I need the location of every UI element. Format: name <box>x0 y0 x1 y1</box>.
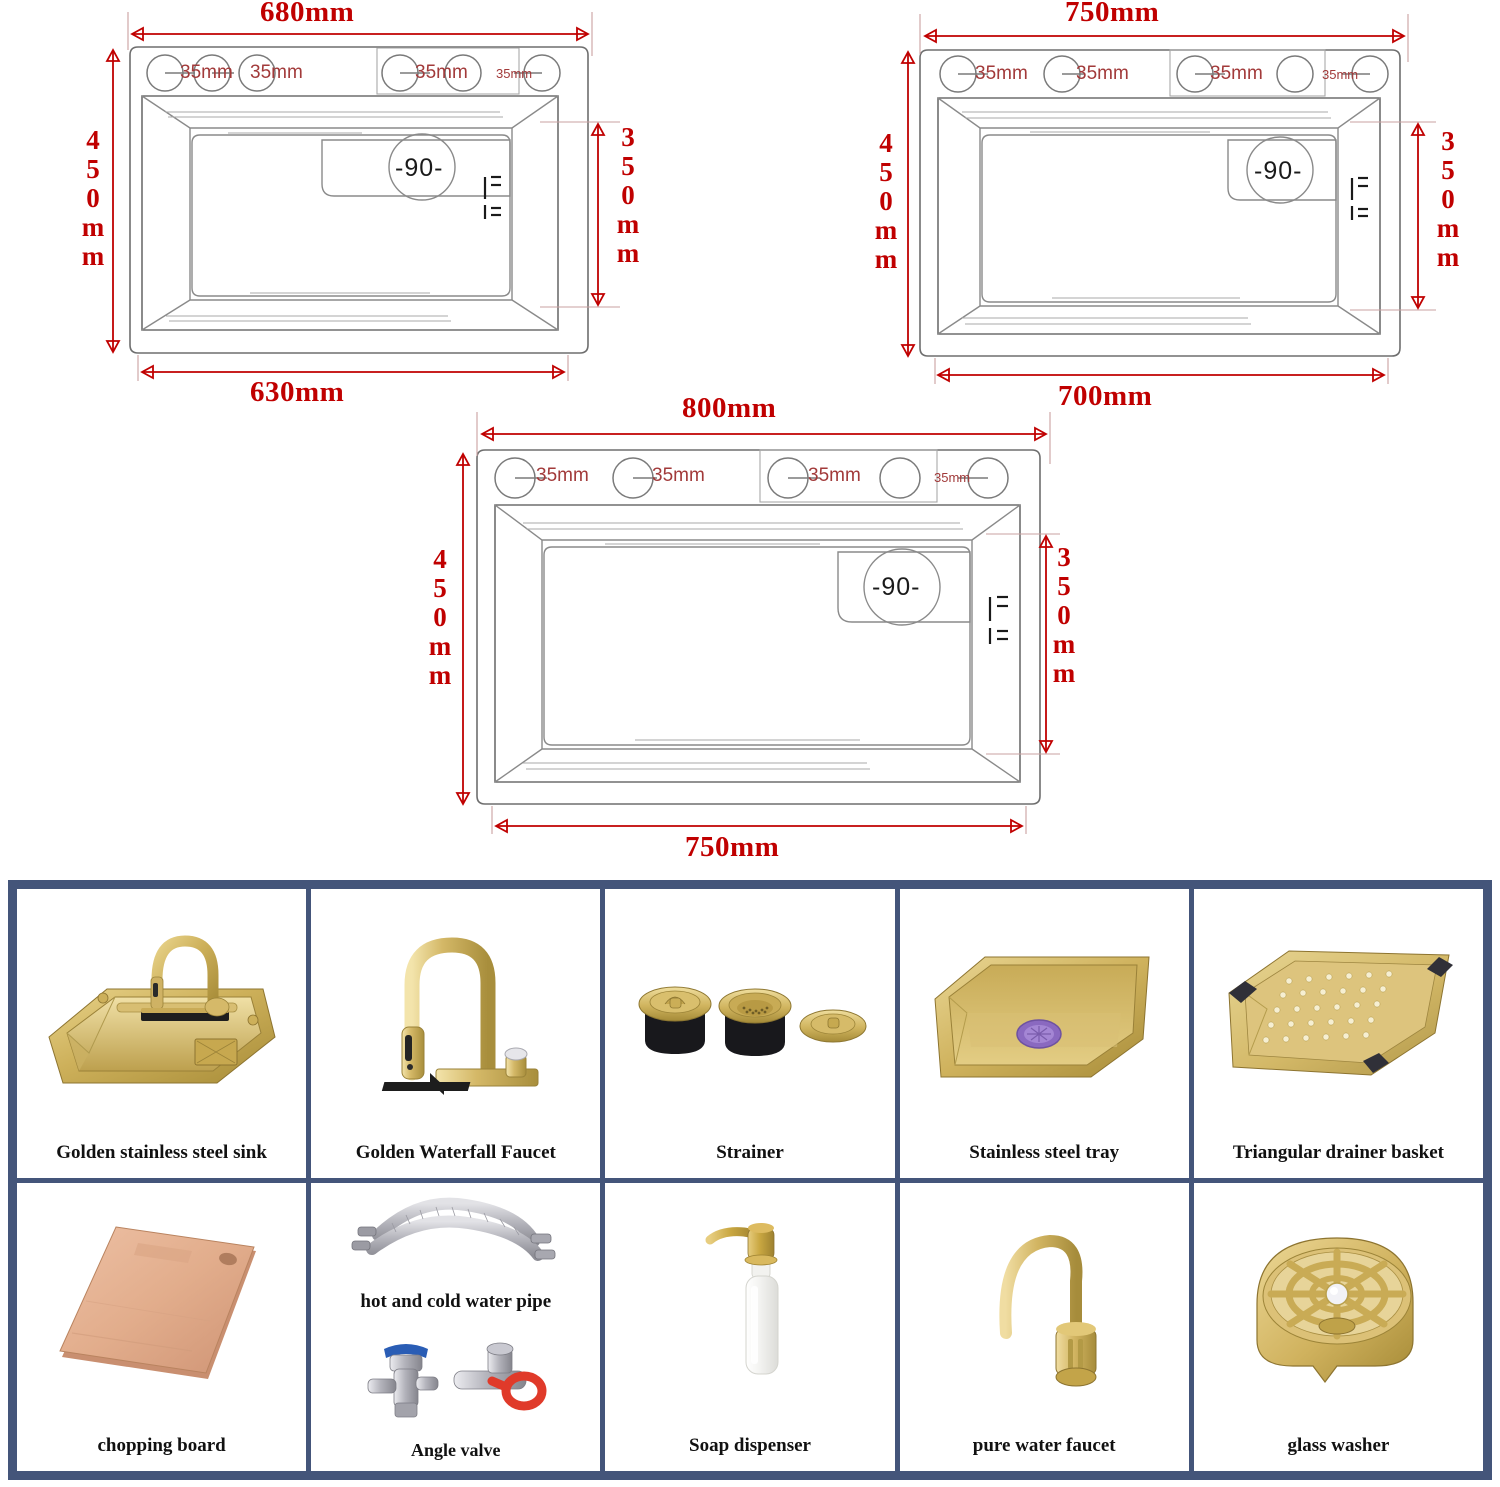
accessory-caption: Angle valve <box>411 1440 501 1461</box>
drain-size-label-750: -90- <box>1254 157 1303 185</box>
hole-label-4: 35mm <box>1322 67 1359 82</box>
accessory-cell-triangular-drainer-basket[interactable]: Triangular drainer basket <box>1193 889 1483 1178</box>
hole-label-1: 35mm <box>975 63 1028 84</box>
drain-size-label-800: -90- <box>872 573 921 601</box>
diagram-800-drawing <box>455 412 1060 834</box>
accessory-cell-golden-waterfall-faucet[interactable]: Golden Waterfall Faucet <box>311 889 601 1178</box>
accessory-cell-soap-dispenser[interactable]: Soap dispenser <box>605 1182 895 1471</box>
diagram-sink-750: 750mm 700mm 450mm 350mm 35mm 35mm 35mm 3… <box>871 0 1500 412</box>
dim-680-bottom: 630mm <box>250 376 345 408</box>
pure-water-faucet-icon <box>900 1183 1189 1436</box>
dim-800-left: 450mm <box>425 544 455 689</box>
sink-with-faucet-icon <box>17 889 306 1142</box>
accessory-caption: chopping board <box>97 1435 226 1457</box>
chopping-board-icon <box>17 1183 306 1436</box>
diagram-sink-800: 800mm 750mm 450mm 350mm 35mm 35mm 35mm 3… <box>425 392 1079 872</box>
diagram-680-drawing <box>105 12 620 381</box>
dim-750-bottom: 700mm <box>1058 380 1153 412</box>
drainer-basket-icon <box>1194 889 1483 1142</box>
hole-label-2: 35mm <box>1076 63 1129 84</box>
diagram-750-drawing <box>900 14 1436 384</box>
hole-label-2: 35mm <box>652 465 705 486</box>
dim-800-bottom: 750mm <box>685 831 780 863</box>
accessory-caption: glass washer <box>1287 1435 1390 1457</box>
faucet-icon <box>311 889 600 1142</box>
accessory-caption-top: hot and cold water pipe <box>360 1291 552 1313</box>
dim-750-left: 450mm <box>871 128 901 273</box>
dim-680-left: 450mm <box>78 125 108 270</box>
tray-icon <box>900 889 1189 1142</box>
accessory-cell-glass-washer[interactable]: glass washer <box>1193 1182 1483 1471</box>
accessories-grid-container: Golden stainless steel sink <box>8 880 1492 1480</box>
dim-680-top: 680mm <box>260 0 355 28</box>
soap-dispenser-icon <box>605 1183 894 1436</box>
hole-label-1: 35mm <box>536 465 589 486</box>
diagram-sink-680: 680mm 630mm 450mm 350mm 35mm 35mm 35mm 3… <box>78 0 720 408</box>
hole-label-4: 35mm <box>496 66 533 81</box>
technical-drawings-section: 680mm 630mm 450mm 350mm 35mm 35mm 35mm 3… <box>78 0 1500 872</box>
dim-750-top: 750mm <box>1065 0 1160 28</box>
dim-800-right: 350mm <box>1049 542 1079 687</box>
hole-label-3: 35mm <box>1210 63 1263 84</box>
angle-valve-icon <box>311 1327 600 1427</box>
accessory-cell-golden-stainless-steel-sink[interactable]: Golden stainless steel sink <box>17 889 307 1178</box>
hole-label-3: 35mm <box>808 465 861 486</box>
hole-label-4: 35mm <box>934 470 971 485</box>
dim-750-right: 350mm <box>1433 126 1463 271</box>
accessory-caption: Triangular drainer basket <box>1232 1141 1444 1163</box>
accessories-grid: Golden stainless steel sink <box>17 889 1483 1471</box>
accessory-caption: Stainless steel tray <box>969 1141 1120 1163</box>
accessory-caption: pure water faucet <box>972 1435 1116 1457</box>
hole-label-1: 35mm <box>180 62 233 83</box>
accessory-caption: Soap dispenser <box>689 1435 811 1457</box>
accessory-cell-water-pipe-and-angle-valve[interactable]: hot and cold water pipe <box>311 1182 601 1471</box>
dim-800-top: 800mm <box>682 392 777 424</box>
accessory-cell-strainer[interactable]: Strainer <box>605 889 895 1178</box>
hose-icon <box>311 1193 600 1278</box>
accessory-cell-stainless-steel-tray[interactable]: Stainless steel tray <box>899 889 1189 1178</box>
dim-680-right: 350mm <box>613 122 643 267</box>
accessory-caption: Strainer <box>716 1141 784 1163</box>
accessory-cell-pure-water-faucet[interactable]: pure water faucet <box>899 1182 1189 1471</box>
hole-label-2: 35mm <box>250 62 303 83</box>
accessory-caption: Golden Waterfall Faucet <box>355 1141 556 1163</box>
drain-size-label-680: -90- <box>395 154 444 182</box>
accessory-cell-chopping-board[interactable]: chopping board <box>17 1182 307 1471</box>
glass-washer-icon <box>1194 1183 1483 1436</box>
accessory-caption: Golden stainless steel sink <box>56 1141 267 1163</box>
hole-label-3: 35mm <box>415 62 468 83</box>
strainer-icon <box>605 889 894 1142</box>
